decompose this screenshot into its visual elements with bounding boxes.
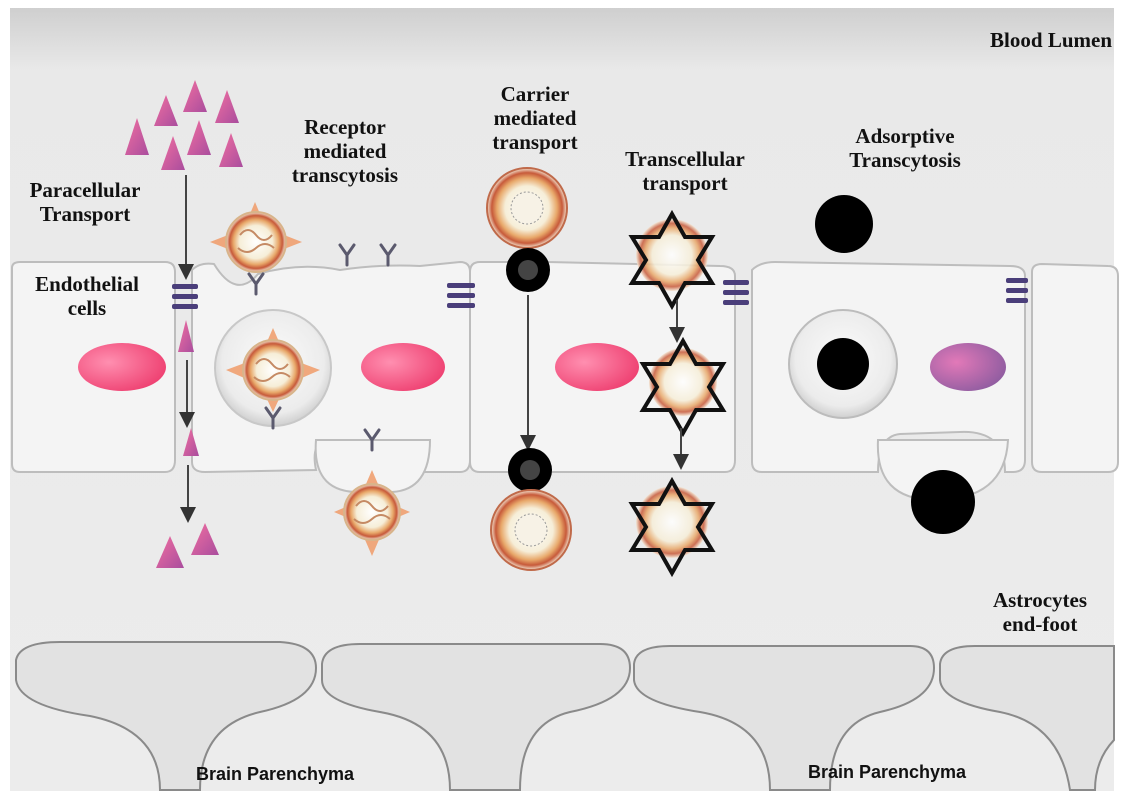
label-astrocytes: Astrocytes end-foot — [965, 588, 1115, 636]
label-adsorptive: Adsorptive Transcytosis — [820, 124, 990, 172]
label-brain-parenchyma-right: Brain Parenchyma — [762, 760, 1012, 784]
carrier-liposome-top — [487, 168, 567, 248]
label-transcellular-line2: transport — [600, 171, 770, 195]
label-carrier-line3: transport — [465, 130, 605, 154]
tight-junction-1 — [172, 284, 198, 309]
label-carrier-mediated: Carrier mediated transport — [465, 82, 605, 154]
label-carrier-line2: mediated — [465, 106, 605, 130]
label-receptor-mediated: Receptor mediated transcytosis — [270, 115, 420, 187]
adsorptive-particle-top — [815, 195, 873, 253]
label-carrier-line1: Carrier — [465, 82, 605, 106]
nucleus-3 — [555, 343, 639, 391]
tight-junction-2 — [447, 283, 475, 308]
label-receptor-line3: transcytosis — [270, 163, 420, 187]
carrier-liposome-bottom — [491, 490, 571, 570]
tight-junction-3 — [723, 280, 749, 305]
tight-junction-4 — [1006, 278, 1028, 303]
label-transcellular-line1: Transcellular — [600, 147, 770, 171]
label-transcellular: Transcellular transport — [600, 147, 770, 195]
nucleus-2 — [361, 343, 445, 391]
label-adsorptive-line1: Adsorptive — [820, 124, 990, 148]
label-paracellular-line1: Paracellular — [10, 178, 160, 202]
label-paracellular: Paracellular Transport — [10, 178, 160, 226]
carrier-transporter-bottom-core — [520, 460, 540, 480]
label-paracellular-line2: Transport — [10, 202, 160, 226]
label-endothelial-line2: cells — [22, 296, 152, 320]
label-astrocytes-line1: Astrocytes — [965, 588, 1115, 612]
label-astrocytes-line2: end-foot — [965, 612, 1115, 636]
label-endothelial: Endothelial cells — [22, 272, 152, 320]
carrier-transporter-top-core — [518, 260, 538, 280]
label-endothelial-line1: Endothelial — [22, 272, 152, 296]
adsorptive-particle-bottom — [911, 470, 975, 534]
label-receptor-line1: Receptor — [270, 115, 420, 139]
label-receptor-line2: mediated — [270, 139, 420, 163]
nucleus-1 — [78, 343, 166, 391]
label-brain-parenchyma-left: Brain Parenchyma — [150, 762, 400, 786]
adsorptive-particle-in-vesicle — [817, 338, 869, 390]
label-adsorptive-line2: Transcytosis — [820, 148, 990, 172]
endothelial-cell-5 — [1032, 264, 1118, 472]
label-blood-lumen: Blood Lumen — [900, 28, 1112, 52]
nucleus-4 — [930, 343, 1006, 391]
